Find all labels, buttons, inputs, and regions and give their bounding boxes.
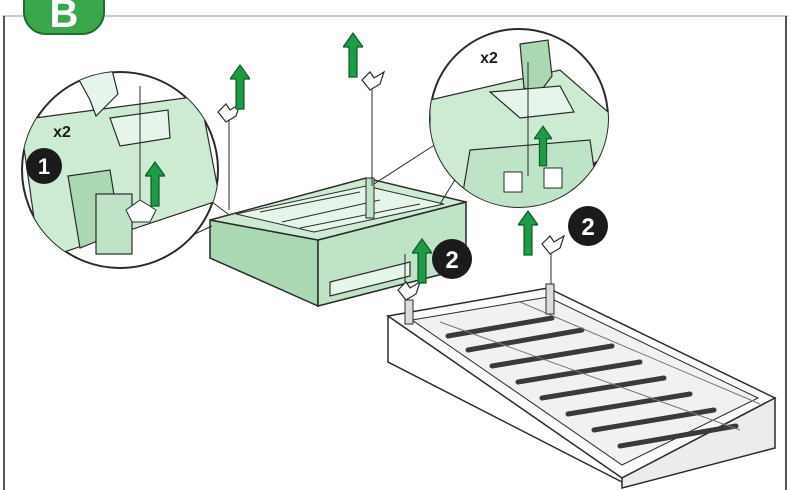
step-number-badge xyxy=(26,148,62,184)
paper-tray xyxy=(386,283,777,489)
feeder-unit xyxy=(209,177,467,308)
step-number-badge xyxy=(432,239,472,279)
right-step-label: 2 xyxy=(581,214,594,241)
left-quantity-label: x2 xyxy=(53,124,71,141)
right-quantity-label: x2 xyxy=(480,50,498,67)
step-badge: B xyxy=(23,0,105,36)
up-arrow-icon xyxy=(518,210,538,256)
left-detail-circle: x2 1 xyxy=(21,71,219,269)
tray-grille xyxy=(445,315,739,449)
tray-step-label: 2 xyxy=(445,247,458,274)
guide-lines xyxy=(228,74,552,298)
up-arrow-icon xyxy=(343,32,363,78)
up-arrow-icon xyxy=(230,64,250,110)
right-detail-circle: x2 xyxy=(429,28,609,208)
step-badge-letter: B xyxy=(50,0,79,36)
step-number-badge xyxy=(568,206,608,246)
left-step-label: 1 xyxy=(38,154,50,179)
page-frame xyxy=(2,15,788,490)
screw-icon xyxy=(217,70,566,301)
